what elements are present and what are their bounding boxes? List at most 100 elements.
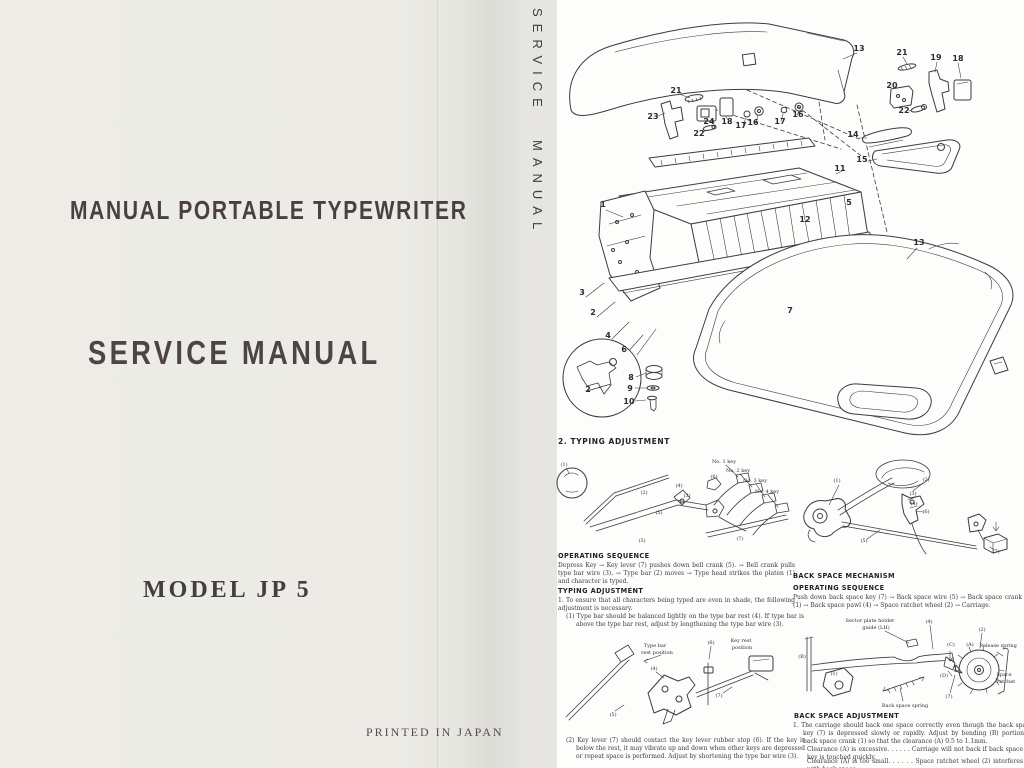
svg-text:(2): (2)	[922, 476, 929, 483]
svg-text:Space: Space	[996, 672, 1011, 678]
typing-adjustment-heading: TYPING ADJUSTMENT	[558, 587, 644, 595]
svg-text:(5): (5)	[655, 509, 662, 516]
svg-text:(7): (7)	[992, 548, 999, 555]
cover-page: MANUAL PORTABLE TYPEWRITER SERVICE MANUA…	[0, 0, 510, 768]
svg-text:17: 17	[735, 121, 746, 130]
svg-text:(3): (3)	[909, 490, 916, 497]
cover-title: MANUAL PORTABLE TYPEWRITER	[70, 196, 468, 226]
typing-adjustment-item1: (1) Type bar should be balanced lightly …	[566, 613, 804, 629]
svg-text:1: 1	[600, 200, 606, 209]
svg-text:(C): (C)	[947, 641, 955, 648]
svg-text:No. 1 key: No. 1 key	[712, 459, 736, 465]
spine-strip: SERVICE MANUAL	[510, 0, 557, 768]
svg-text:13: 13	[853, 44, 864, 53]
svg-text:(4): (4)	[675, 482, 682, 489]
svg-text:11: 11	[834, 164, 846, 173]
svg-text:(3): (3)	[683, 492, 690, 499]
backspace-operating-text: Push down back space key (7) → Back spac…	[793, 594, 1022, 610]
svg-text:4: 4	[605, 331, 611, 340]
lid-art	[569, 22, 858, 116]
type-bar-balance-art	[565, 644, 774, 725]
backspace-adjustment-heading: BACK SPACE ADJUSTMENT	[794, 712, 900, 720]
backspace-mechanism-art	[803, 459, 1008, 555]
svg-text:(6): (6)	[710, 473, 717, 480]
svg-text:(3): (3)	[638, 537, 645, 544]
spine-vertical-title: SERVICE MANUAL	[530, 8, 545, 237]
svg-text:23: 23	[647, 112, 658, 121]
svg-text:Key rest: Key rest	[731, 638, 752, 644]
svg-text:7: 7	[787, 306, 793, 315]
svg-text:(4): (4)	[650, 665, 657, 672]
svg-text:12: 12	[799, 215, 810, 224]
svg-text:Release spring: Release spring	[979, 643, 1017, 649]
svg-text:5: 5	[846, 198, 852, 207]
svg-text:(6): (6)	[707, 639, 714, 646]
backspace-clearance-line1: Clearance (A) is excessive. . . . . . Ca…	[807, 746, 1023, 762]
svg-text:21: 21	[896, 48, 908, 57]
exploded-view-diagram: 1321191820222123241822171617161415115121…	[562, 22, 1014, 436]
svg-text:(2): (2)	[640, 489, 647, 496]
svg-text:13: 13	[913, 238, 924, 247]
svg-text:(D): (D)	[940, 672, 948, 679]
svg-text:(5): (5)	[860, 537, 867, 544]
svg-text:2: 2	[585, 385, 591, 394]
svg-text:Type bar: Type bar	[644, 643, 667, 649]
cover-model-number: MODEL JP 5	[143, 577, 312, 603]
typing-mechanism-art	[556, 464, 790, 538]
backspace-operating-heading: OPERATING SEQUENCE	[793, 584, 885, 592]
svg-text:(B): (B)	[798, 653, 806, 660]
svg-text:9: 9	[627, 384, 633, 393]
svg-text:22: 22	[898, 106, 909, 115]
cover-edge-line	[437, 0, 438, 768]
svg-text:18: 18	[721, 117, 733, 126]
svg-text:(1): (1)	[833, 477, 840, 484]
svg-text:No. 3 key: No. 3 key	[743, 478, 767, 484]
svg-text:(2): (2)	[978, 626, 985, 633]
svg-text:(4): (4)	[925, 618, 932, 625]
projection-lines	[706, 89, 888, 233]
cover-printed-note: PRINTED IN JAPAN	[366, 725, 504, 739]
svg-text:24: 24	[703, 117, 715, 126]
svg-text:ratchet: ratchet	[997, 679, 1015, 685]
svg-text:17: 17	[774, 117, 785, 126]
svg-text:19: 19	[930, 53, 942, 62]
backspace-mechanism-labels: (1)(2)(3)(4)(6)(5)(7)	[833, 476, 999, 555]
ribbon-cover-and-tray-art	[835, 127, 961, 175]
svg-text:20: 20	[886, 81, 898, 90]
svg-text:position: position	[732, 645, 753, 651]
cover-subtitle: SERVICE MANUAL	[88, 334, 381, 371]
spine-word-service: SERVICE	[530, 8, 545, 114]
svg-text:8: 8	[628, 373, 634, 382]
svg-text:18: 18	[952, 54, 964, 63]
backspace-mechanism-diagram: (1)(2)(3)(4)(6)(5)(7)	[803, 459, 1008, 555]
section-heading: 2. TYPING ADJUSTMENT	[558, 437, 670, 446]
svg-text:guide (LH): guide (LH)	[862, 624, 889, 631]
svg-text:No. 2 key: No. 2 key	[726, 468, 750, 474]
svg-text:(7): (7)	[945, 693, 952, 700]
svg-text:(A): (A)	[966, 641, 974, 648]
typing-operating-text: Depress Key → Key lever (7) pushes down …	[558, 562, 795, 586]
svg-text:22: 22	[693, 129, 704, 138]
svg-text:Sector plate holder: Sector plate holder	[846, 618, 896, 624]
svg-text:(7): (7)	[736, 535, 743, 542]
svg-text:rest position: rest position	[641, 650, 674, 656]
svg-text:2: 2	[590, 308, 596, 317]
typing-adjustment-intro: 1. To ensure that all characters being t…	[558, 597, 795, 613]
svg-text:16: 16	[792, 110, 804, 119]
svg-text:3: 3	[579, 288, 585, 297]
svg-text:6: 6	[621, 345, 627, 354]
svg-text:(4): (4)	[910, 500, 917, 507]
svg-text:Back space spring: Back space spring	[882, 703, 929, 709]
svg-text:(1): (1)	[560, 461, 567, 468]
typing-adjustment-item2: (2) Key lever (7) should contact the key…	[566, 737, 805, 761]
svg-text:14: 14	[847, 130, 859, 139]
svg-text:(1): (1)	[830, 670, 837, 677]
